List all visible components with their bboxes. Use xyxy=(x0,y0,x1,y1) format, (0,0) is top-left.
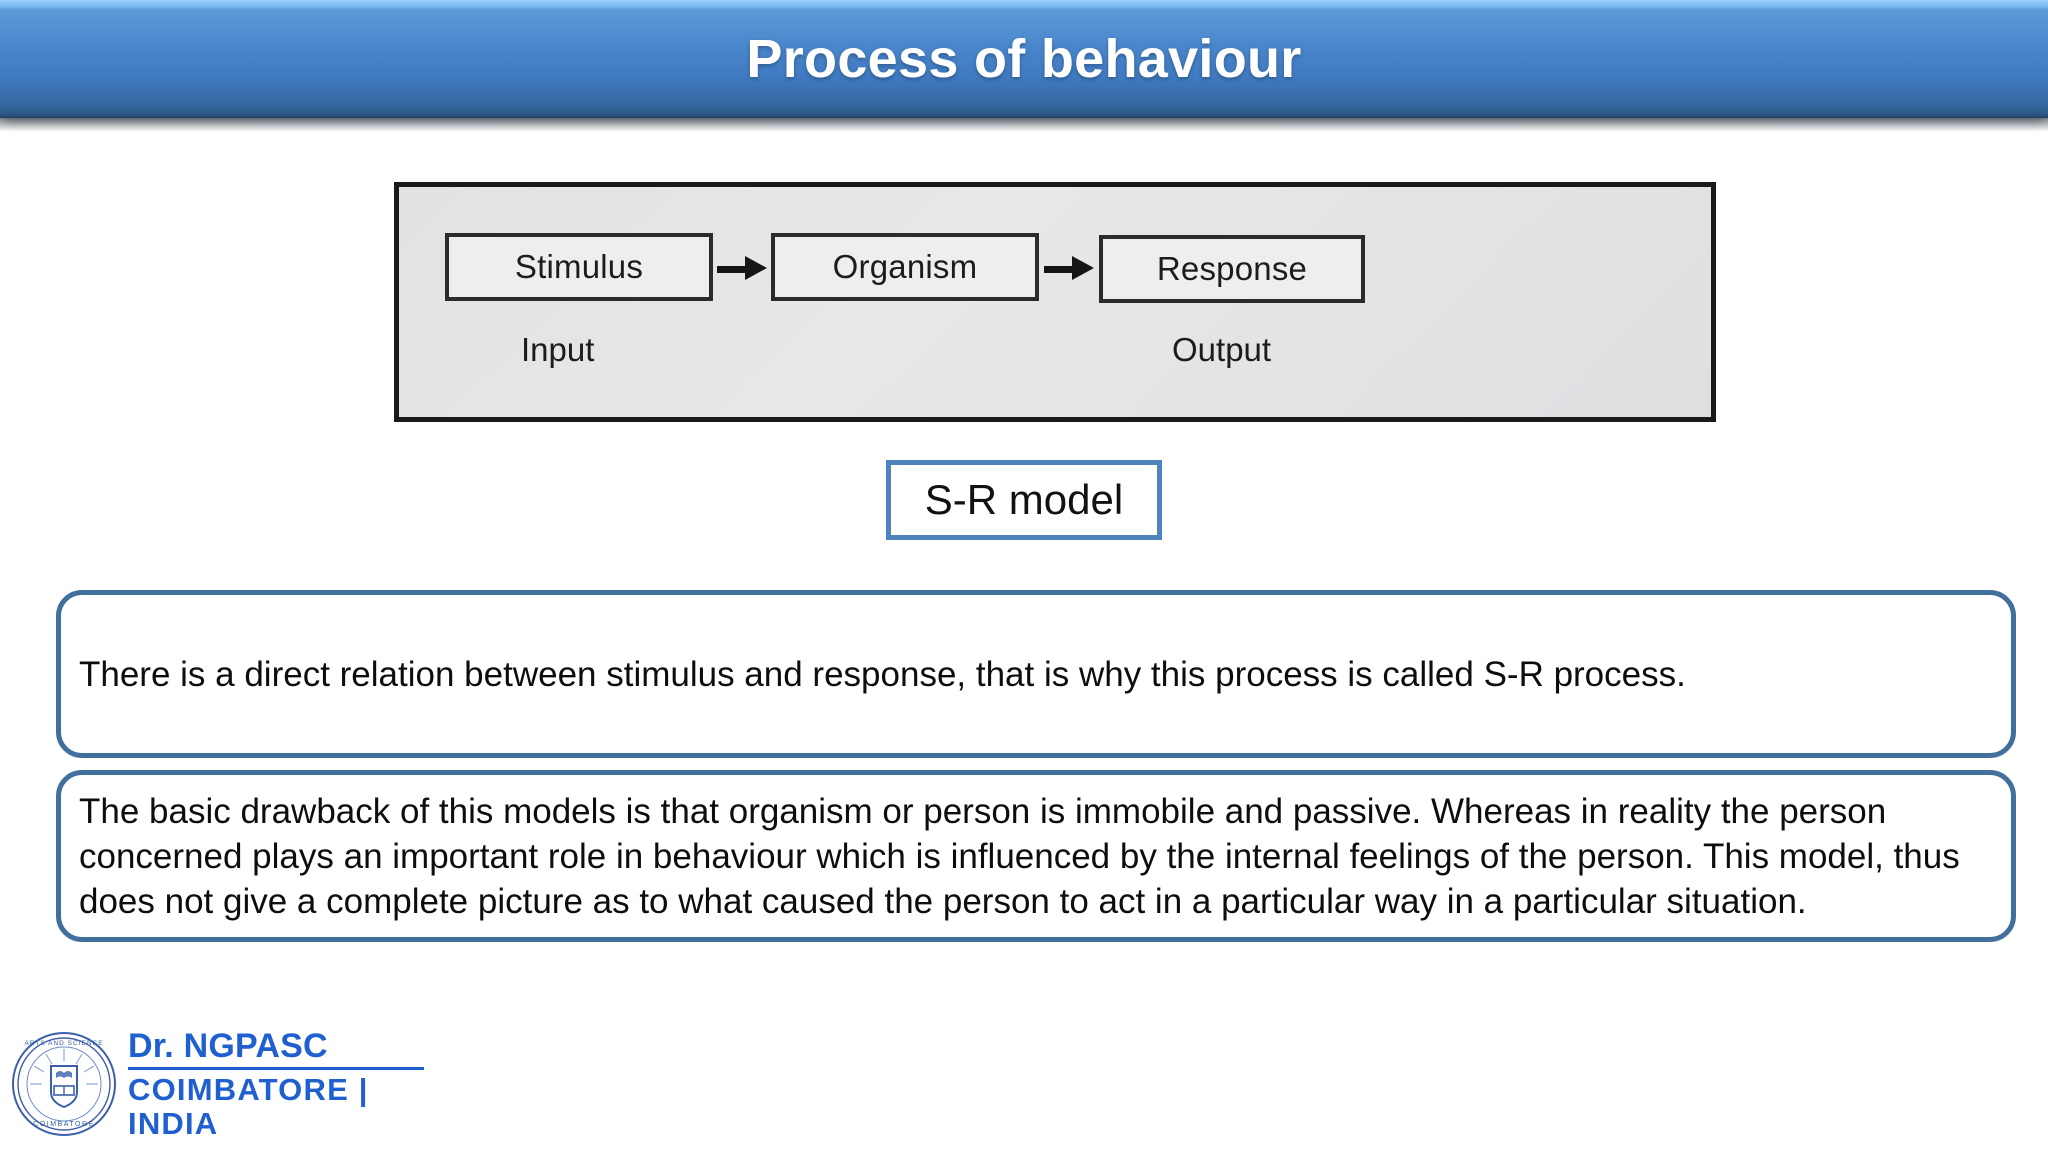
statement-text-1: There is a direct relation between stimu… xyxy=(79,654,1686,694)
diagram-canvas: Stimulus Organism Response Input Output xyxy=(399,187,1711,417)
diagram-node-organism: Organism xyxy=(771,233,1039,301)
sr-model-caption-label: S-R model xyxy=(924,476,1124,523)
arrow-shaft xyxy=(1044,266,1074,273)
arrow-right-icon-2 xyxy=(1044,256,1094,280)
sr-model-caption-box: S-R model xyxy=(886,460,1162,540)
diagram-node-response: Response xyxy=(1099,235,1365,303)
footer-branding: COIMBATORE ARTS AND SCIENCE Dr. NGPASC C… xyxy=(10,1026,450,1142)
footer-location: COIMBATORE | INDIA xyxy=(128,1072,369,1141)
diagram-node-organism-label: Organism xyxy=(832,248,978,285)
college-seal-icon: COIMBATORE ARTS AND SCIENCE xyxy=(10,1030,118,1138)
page-title: Process of behaviour xyxy=(746,29,1302,89)
svg-text:ARTS AND SCIENCE: ARTS AND SCIENCE xyxy=(24,1040,103,1047)
diagram-label-input: Input xyxy=(521,331,595,368)
arrow-head xyxy=(1072,256,1094,280)
statement-text-2: The basic drawback of this models is tha… xyxy=(79,791,1960,921)
diagram-node-stimulus: Stimulus xyxy=(445,233,713,301)
footer-institution-name: Dr. NGPASC xyxy=(128,1027,328,1065)
statement-box-2: The basic drawback of this models is tha… xyxy=(56,770,2016,942)
arrow-shaft xyxy=(717,266,747,273)
s-r-model-diagram: Stimulus Organism Response Input Output xyxy=(394,182,1716,422)
footer-logo-text: Dr. NGPASC COIMBATORE | INDIA xyxy=(128,1027,450,1141)
diagram-node-response-label: Response xyxy=(1156,250,1308,287)
svg-text:COIMBATORE: COIMBATORE xyxy=(33,1121,94,1128)
diagram-label-output: Output xyxy=(1172,331,1272,368)
footer-divider xyxy=(128,1067,424,1070)
arrow-head xyxy=(745,256,767,280)
slide-title-banner: Process of behaviour xyxy=(0,0,2048,132)
diagram-node-stimulus-label: Stimulus xyxy=(514,248,644,285)
statement-box-1: There is a direct relation between stimu… xyxy=(56,590,2016,758)
arrow-right-icon-1 xyxy=(717,256,767,280)
